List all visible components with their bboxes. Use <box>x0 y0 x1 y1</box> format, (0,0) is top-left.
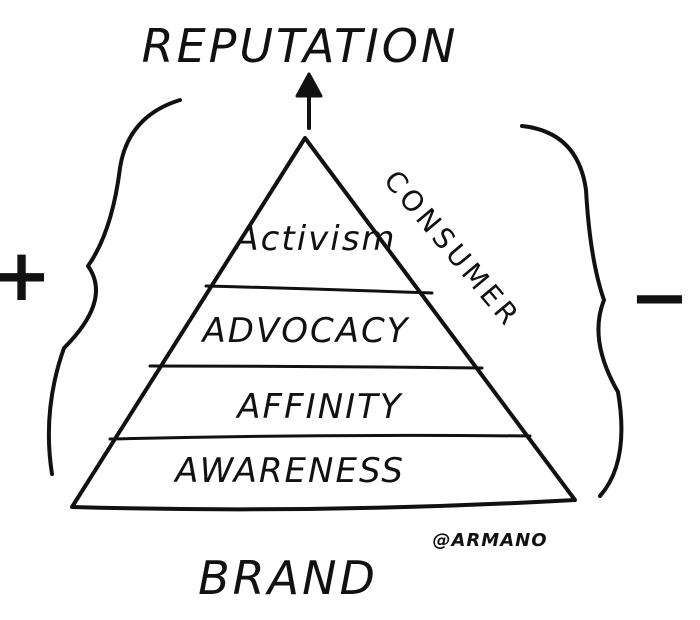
pyramid-outline <box>70 136 577 512</box>
layer-divider-3 <box>108 433 532 441</box>
plus-sign: + <box>0 233 53 317</box>
left-brace <box>46 98 182 476</box>
credit-handle: @ARMANO <box>433 530 548 551</box>
layer-label-advocacy: ADVOCACY <box>201 311 410 351</box>
right-brace <box>520 124 624 498</box>
layer-divider-2 <box>148 364 484 370</box>
layer-label-awareness: AWARENESS <box>173 451 405 491</box>
layer-label-affinity: AFFINITY <box>235 387 403 427</box>
layer-divider-1 <box>204 284 434 295</box>
side-label-consumer: CONSUMER <box>377 164 527 334</box>
top-label-reputation: REPUTATION <box>142 19 459 73</box>
minus-sign: − <box>629 255 690 339</box>
up-arrow-icon <box>295 72 323 130</box>
layer-label-activism: Activism <box>233 219 396 259</box>
bottom-label-brand: BRAND <box>198 551 378 605</box>
